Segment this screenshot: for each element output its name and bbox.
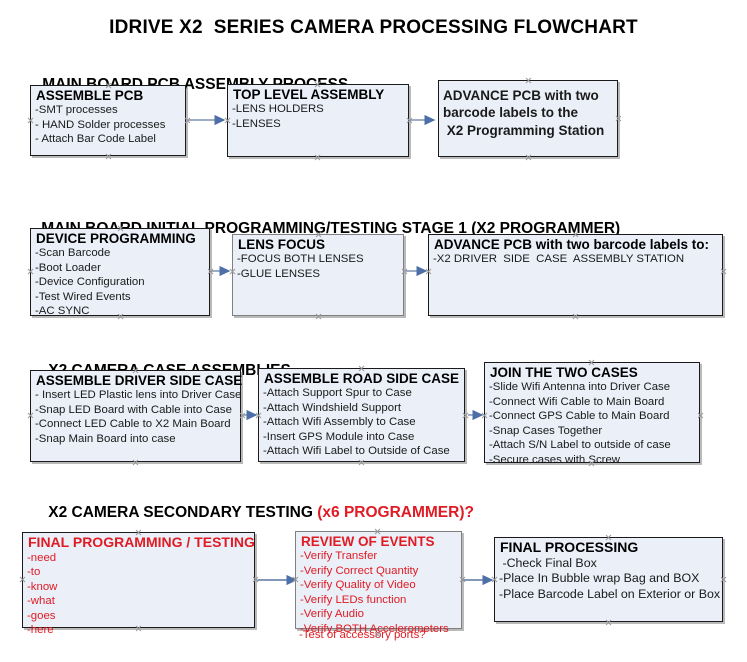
node-body: -X2 DRIVER SIDE CASE ASSEMBLY STATION bbox=[429, 252, 722, 266]
node-line: -Connect Wifi Cable to Main Board bbox=[489, 395, 665, 408]
node-line: -Test Wired Events bbox=[35, 290, 131, 303]
node-line: -Verify LEDs function bbox=[300, 593, 407, 606]
node-line: -Verify Quality of Video bbox=[300, 579, 416, 592]
node-line: -AC SYNC bbox=[35, 305, 90, 318]
node-title: FINAL PROGRAMMING / TESTING bbox=[28, 534, 255, 550]
node-device-programming[interactable]: DEVICE PROGRAMMING -Scan Barcode -Boot L… bbox=[30, 228, 210, 318]
node-line: X2 Programming Station bbox=[443, 122, 605, 138]
node-title: DEVICE PROGRAMMING bbox=[36, 231, 196, 246]
node-body: -LENS HOLDERS -LENSES bbox=[228, 102, 408, 131]
node-line: -Snap LED Board with Cable into Case bbox=[35, 403, 232, 416]
node-body: -Verify Transfer -Verify Correct Quantit… bbox=[296, 549, 461, 636]
node-line: -Place In Bubble wrap Bag and BOX bbox=[499, 571, 700, 586]
node-body: -FOCUS BOTH LENSES -GLUE LENSES bbox=[233, 252, 403, 281]
node-final-processing[interactable]: FINAL PROCESSING -Check Final Box -Place… bbox=[494, 537, 723, 622]
node-advance-pcb-to-programming-station[interactable]: ADVANCE PCB with two barcode labels to t… bbox=[438, 80, 618, 157]
node-line: -to bbox=[27, 566, 41, 579]
section-heading-4: X2 CAMERA SECONDARY TESTING (x6 PROGRAMM… bbox=[31, 486, 474, 540]
section-heading-4-accent: (x6 PROGRAMMER)? bbox=[317, 504, 474, 521]
node-line: -what bbox=[27, 595, 55, 608]
node-line: -know bbox=[27, 580, 58, 593]
node-body: -Slide Wifi Antenna into Driver Case -Co… bbox=[485, 380, 699, 467]
node-body: - Insert LED Plastic lens into Driver Ca… bbox=[31, 388, 242, 446]
node-top-level-assembly[interactable]: TOP LEVEL ASSEMBLY -LENS HOLDERS -LENSES bbox=[227, 84, 409, 157]
node-body: -need -to -know -what -goes -here bbox=[23, 551, 254, 638]
node-line: -Boot Loader bbox=[35, 261, 101, 274]
node-line: -Attach Support Spur to Case bbox=[263, 387, 412, 400]
node-line: -goes bbox=[27, 609, 56, 622]
node-line: -Snap Cases Together bbox=[489, 424, 603, 437]
node-line-overflow: -Test of accessory ports? bbox=[299, 629, 426, 641]
node-body: ADVANCE PCB with two barcode labels to t… bbox=[439, 81, 617, 139]
node-line: -Check Final Box bbox=[499, 555, 597, 570]
node-body: -Attach Support Spur to Case -Attach Win… bbox=[259, 386, 464, 458]
node-title: REVIEW OF EVENTS bbox=[301, 534, 435, 549]
node-line: - HAND Solder processes bbox=[35, 118, 166, 131]
node-title: ASSEMBLE ROAD SIDE CASE bbox=[264, 371, 460, 386]
node-review-of-events[interactable]: REVIEW OF EVENTS -Verify Transfer -Verif… bbox=[295, 531, 462, 635]
node-line: -Connect GPS Cable to Main Board bbox=[489, 410, 670, 423]
node-line: -Slide Wifi Antenna into Driver Case bbox=[489, 381, 671, 394]
node-line: -FOCUS BOTH LENSES bbox=[237, 253, 364, 266]
node-advance-pcb-to-case-assembly[interactable]: ADVANCE PCB with two barcode labels to: … bbox=[428, 234, 723, 316]
node-line: -Secure cases with Screw bbox=[489, 453, 621, 466]
node-title: ADVANCE PCB with two barcode labels to: bbox=[434, 237, 710, 252]
node-assemble-driver-side-case[interactable]: ASSEMBLE DRIVER SIDE CASE - Insert LED P… bbox=[30, 370, 243, 462]
node-join-the-two-cases[interactable]: JOIN THE TWO CASES -Slide Wifi Antenna i… bbox=[484, 362, 700, 466]
node-line: -Verify BOTH Accelerometers bbox=[300, 622, 449, 635]
node-line: -Device Configuration bbox=[35, 276, 145, 289]
node-title: FINAL PROCESSING bbox=[500, 539, 639, 555]
node-line: -LENSES bbox=[232, 117, 281, 130]
node-line: -Attach S/N Label to outside of case bbox=[489, 439, 671, 452]
node-line: -Verify Correct Quantity bbox=[300, 564, 419, 577]
node-line: -SMT processes bbox=[35, 104, 118, 117]
node-title: TOP LEVEL ASSEMBLY bbox=[233, 87, 385, 102]
node-line: -X2 DRIVER SIDE CASE ASSEMBLY STATION bbox=[433, 253, 685, 266]
node-body: -SMT processes - HAND Solder processes -… bbox=[31, 103, 185, 146]
node-line: -Place Barcode Label on Exterior or Box bbox=[499, 587, 721, 602]
node-line: barcode labels to the bbox=[443, 105, 579, 121]
node-line: -Verify Transfer bbox=[300, 550, 378, 563]
node-line: -Connect LED Cable to X2 Main Board bbox=[35, 418, 231, 431]
node-body: -Scan Barcode -Boot Loader -Device Confi… bbox=[31, 246, 209, 318]
node-title: ASSEMBLE DRIVER SIDE CASE bbox=[36, 373, 243, 388]
node-line: -Attach Windshield Support bbox=[263, 401, 402, 414]
node-line: -Insert GPS Module into Case bbox=[263, 430, 415, 443]
node-body: -Check Final Box -Place In Bubble wrap B… bbox=[495, 556, 722, 603]
node-title: JOIN THE TWO CASES bbox=[490, 365, 638, 380]
node-line: - Insert LED Plastic lens into Driver Ca… bbox=[35, 389, 242, 402]
node-line: -need bbox=[27, 551, 57, 564]
section-heading-4-text: X2 CAMERA SECONDARY TESTING bbox=[48, 504, 318, 521]
node-line: -Verify Audio bbox=[300, 608, 364, 621]
node-title: LENS FOCUS bbox=[238, 237, 326, 252]
node-lens-focus[interactable]: LENS FOCUS -FOCUS BOTH LENSES -GLUE LENS… bbox=[232, 234, 404, 316]
node-line: -Snap Main Board into case bbox=[35, 432, 176, 445]
node-line: -LENS HOLDERS bbox=[232, 103, 324, 116]
node-line: ADVANCE PCB with two bbox=[443, 88, 599, 103]
node-line: -GLUE LENSES bbox=[237, 267, 320, 280]
page-title: IDRIVE X2 SERIES CAMERA PROCESSING FLOWC… bbox=[109, 17, 638, 38]
node-assemble-pcb[interactable]: ASSEMBLE PCB -SMT processes - HAND Solde… bbox=[30, 85, 186, 156]
node-line: -Scan Barcode bbox=[35, 247, 111, 260]
node-line: -here bbox=[27, 624, 54, 637]
node-line: - Attach Bar Code Label bbox=[35, 133, 156, 146]
node-final-programming-testing[interactable]: FINAL PROGRAMMING / TESTING -need -to -k… bbox=[22, 532, 255, 636]
node-assemble-road-side-case[interactable]: ASSEMBLE ROAD SIDE CASE -Attach Support … bbox=[258, 368, 465, 462]
node-line: -Attach Wifi Label to Outside of Case bbox=[263, 445, 450, 458]
node-title: ASSEMBLE PCB bbox=[36, 88, 144, 103]
node-line: -Attach Wifi Assembly to Case bbox=[263, 416, 416, 429]
